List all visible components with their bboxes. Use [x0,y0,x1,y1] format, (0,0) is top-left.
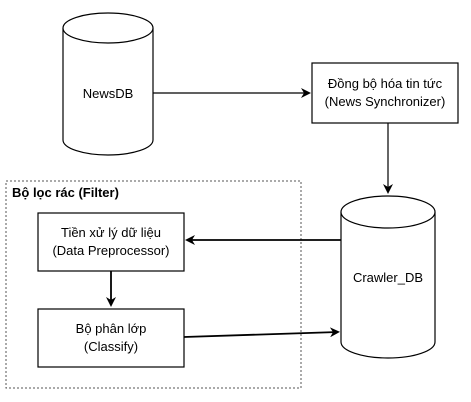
classify-line2: (Classify) [84,339,138,354]
crawler-db-label: Crawler_DB [353,270,423,285]
data-preprocessor-box: Tiền xử lý dữ liệu (Data Preprocessor) [37,212,185,272]
news-synchronizer-line2: (News Synchronizer) [325,94,446,109]
classify-line1: Bộ phân lớp [76,321,147,336]
data-preprocessor-line1: Tiền xử lý dữ liệu [61,225,161,240]
news-db-cylinder: NewsDB [62,12,154,156]
arrow-classify-to-crawlerdb [183,327,340,338]
filter-group-frame [5,180,302,389]
classify-box: Bộ phân lớp (Classify) [37,308,185,368]
news-synchronizer-box: Đồng bộ hóa tin tức (News Synchronizer) [311,62,459,124]
news-synchronizer-line1: Đồng bộ hóa tin tức [328,76,443,91]
data-preprocessor-line2: (Data Preprocessor) [52,243,169,258]
filter-group-title: Bộ lọc rác (Filter) [12,185,119,200]
crawler-db-cylinder: Crawler_DB [340,195,436,359]
news-db-label: NewsDB [83,86,134,101]
